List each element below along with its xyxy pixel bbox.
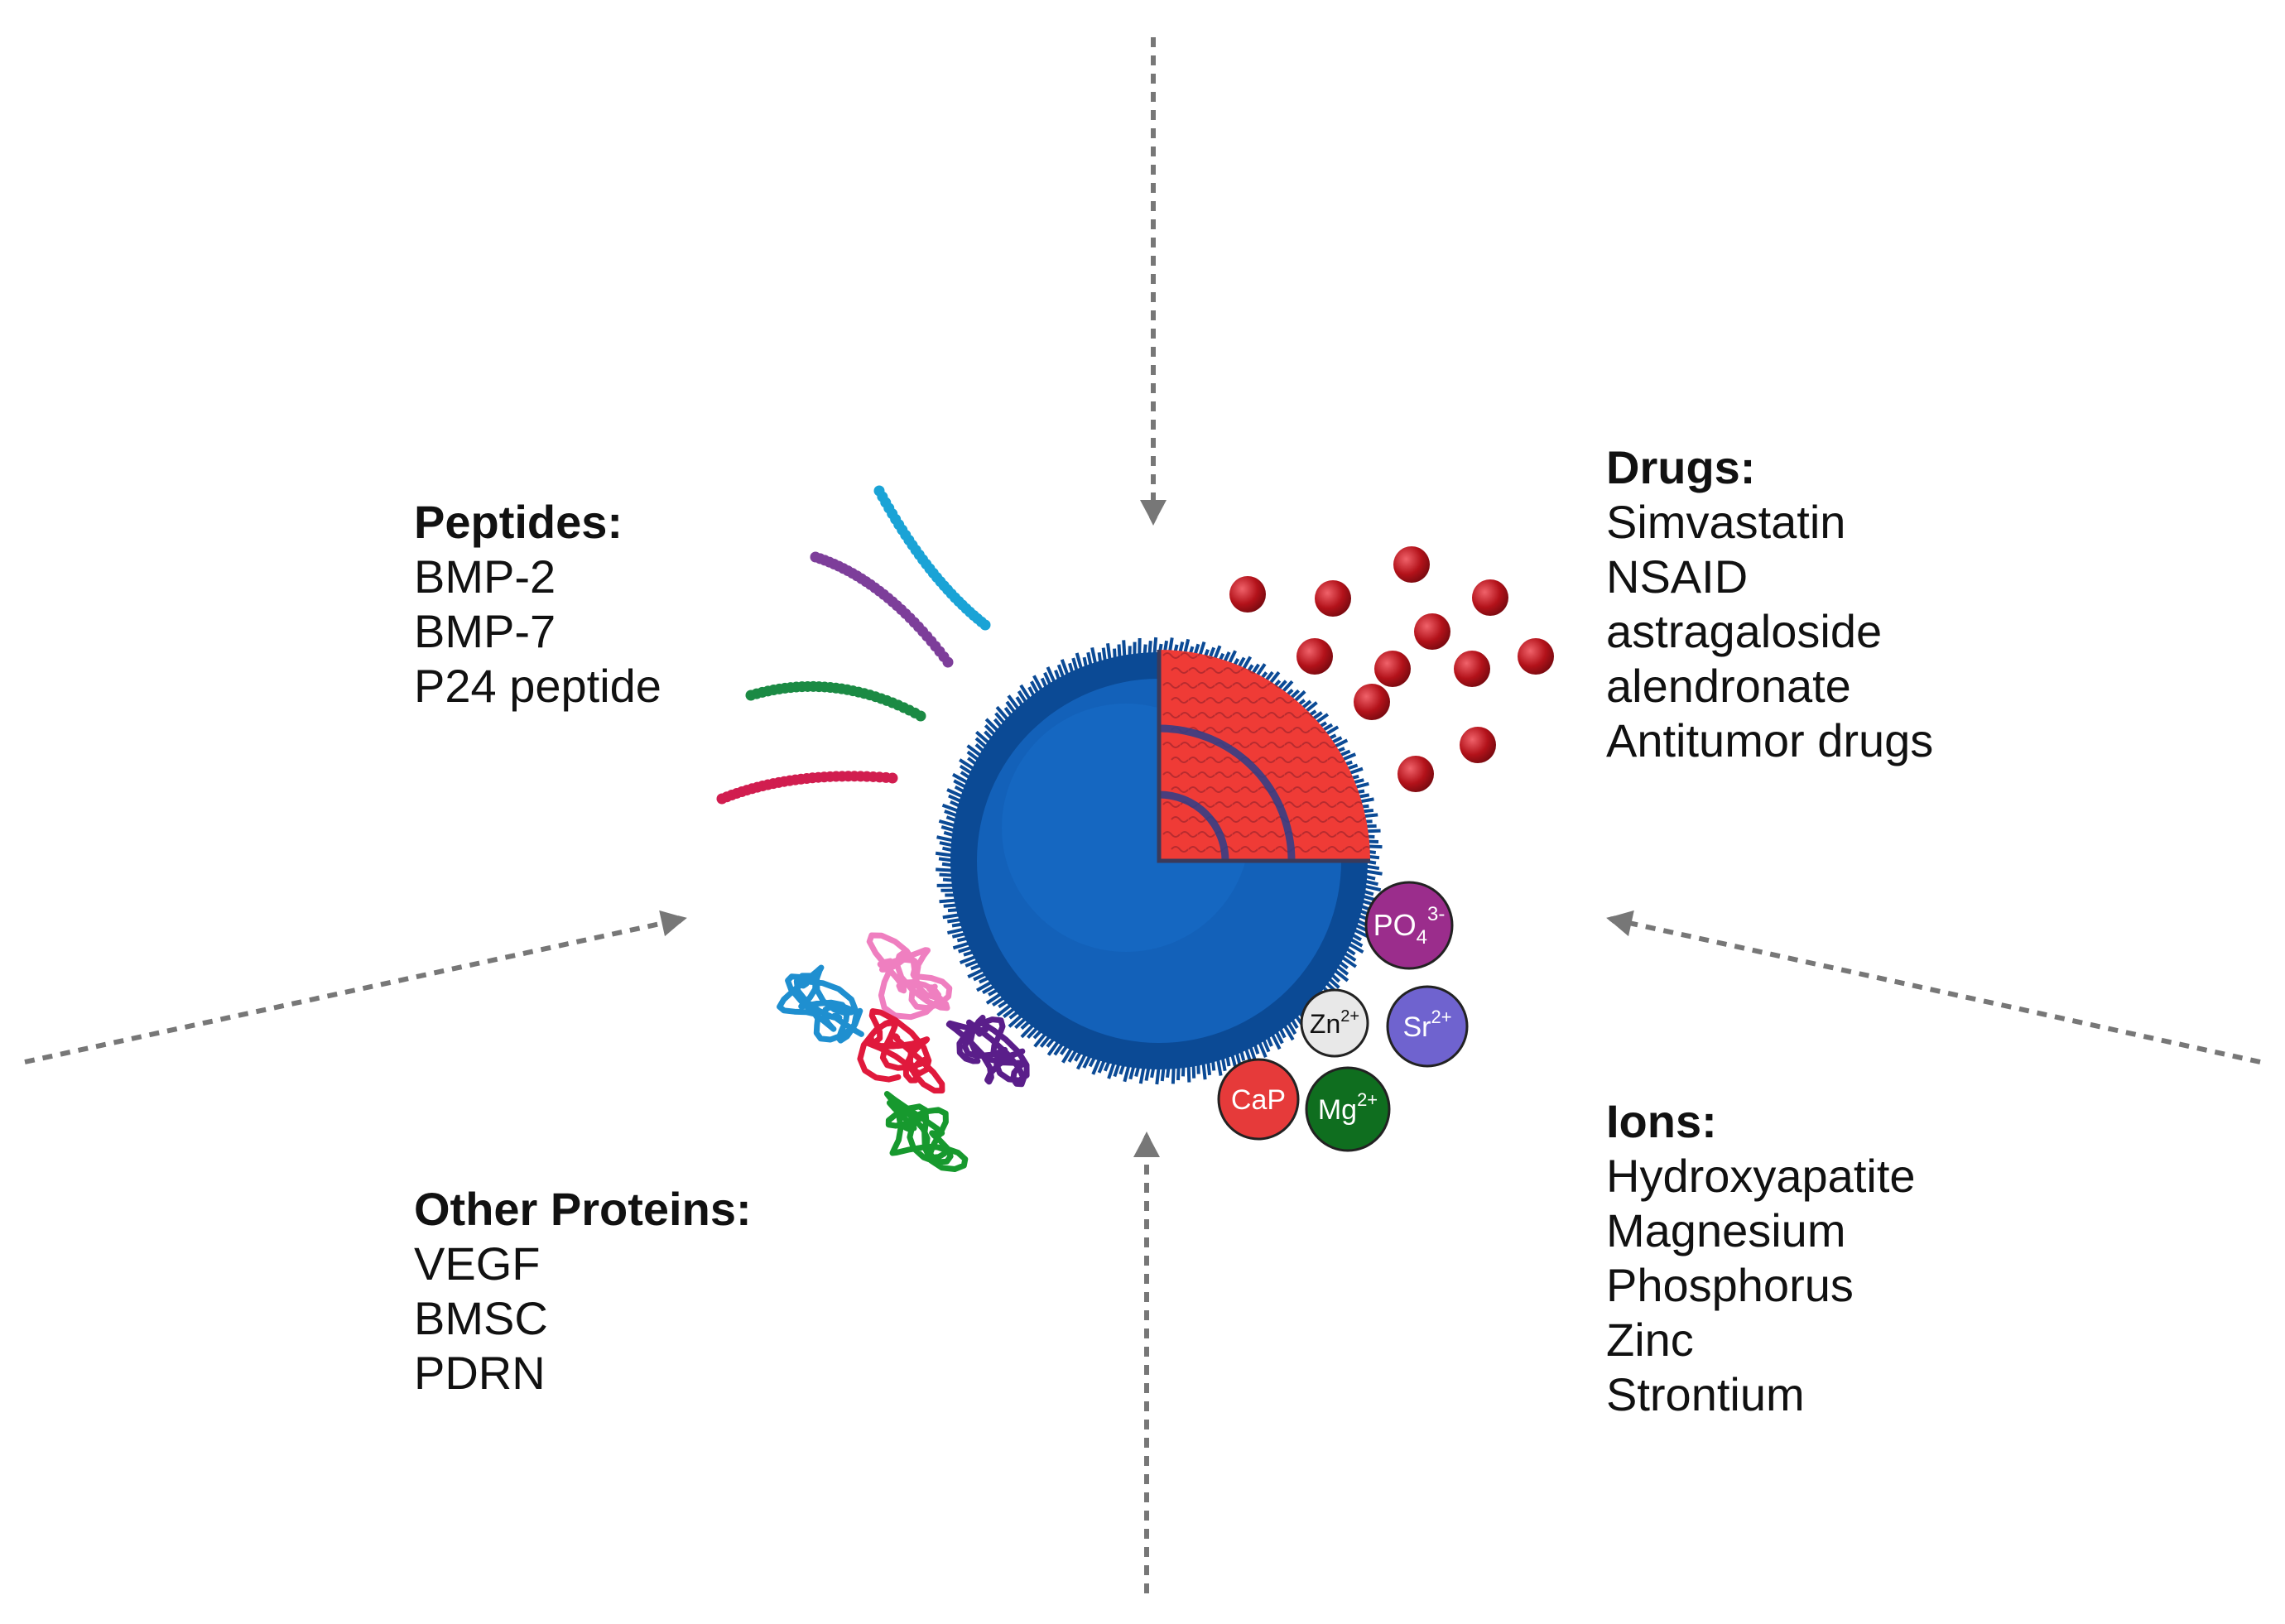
mg-base: Mg [1318, 1094, 1357, 1126]
drug-molecule-icon [1414, 613, 1450, 650]
drug-molecule-icon [1518, 638, 1554, 675]
peptides-block: Peptides: BMP-2 BMP-7 P24 peptide [414, 495, 661, 714]
protein-coil-icon [887, 1094, 965, 1170]
ion-badge-sr: Sr2+ [1388, 987, 1467, 1066]
arrowhead-icon [659, 906, 689, 937]
ions-item: Phosphorus [1606, 1258, 1916, 1313]
drugs-item: Simvastatin [1606, 495, 1933, 550]
po4-sub: 4 [1417, 926, 1427, 949]
ions-item: Magnesium [1606, 1204, 1916, 1258]
drug-molecule-icon [1354, 684, 1390, 720]
zn-sup: 2+ [1340, 1007, 1359, 1026]
po4-sup: 3- [1427, 903, 1445, 925]
ion-badge-mg: Mg2+ [1306, 1068, 1389, 1151]
ions-block: Ions: Hydroxyapatite Magnesium Phosphoru… [1606, 1094, 1916, 1422]
peptide-chain-icon [717, 771, 898, 804]
drugs-title: Drugs: [1606, 440, 1933, 495]
drugs-item: alendronate [1606, 659, 1933, 714]
protein-coil-icon [780, 968, 862, 1040]
proteins-item: VEGF [414, 1237, 752, 1291]
peptide-chain-icon [874, 486, 991, 631]
drugs-item: astragaloside [1606, 604, 1933, 659]
proteins-item: BMSC [414, 1291, 752, 1346]
sr-base: Sr [1402, 1011, 1431, 1043]
ion-badge-cap: CaP [1219, 1059, 1298, 1139]
drug-molecule-icon [1296, 638, 1333, 675]
zn-base: Zn [1310, 1009, 1340, 1039]
arrowhead-icon [1604, 906, 1634, 937]
drug-molecule-icon [1229, 576, 1266, 613]
peptides-item: P24 peptide [414, 659, 661, 714]
ion-badge-po4: PO43- [1366, 882, 1452, 968]
drug-molecule-icon [1315, 580, 1351, 617]
arrowhead-icon [1133, 1132, 1160, 1157]
drug-molecule-icon [1393, 546, 1430, 583]
peptides-item: BMP-7 [414, 604, 661, 659]
arrowhead-icon [1140, 500, 1167, 525]
proteins-item: PDRN [414, 1346, 752, 1401]
proteins-title: Other Proteins: [414, 1182, 752, 1237]
dashed-arrow-icon [25, 919, 683, 1062]
protein-coil-icon [869, 935, 950, 1017]
peptides-item: BMP-2 [414, 550, 661, 604]
peptide-chains [717, 486, 991, 805]
peptides-title: Peptides: [414, 495, 661, 550]
drug-molecule-icon [1454, 651, 1490, 687]
drug-molecule-icon [1472, 579, 1508, 616]
protein-coil-icon [860, 1011, 942, 1091]
mg-sup: 2+ [1357, 1089, 1378, 1110]
ions-item: Strontium [1606, 1367, 1916, 1422]
protein-coil-icon [949, 1018, 1027, 1084]
ion-badge-zn: Zn2+ [1301, 990, 1368, 1056]
drugs-item: NSAID [1606, 550, 1933, 604]
drugs-item: Antitumor drugs [1606, 714, 1933, 768]
ions-title: Ions: [1606, 1094, 1916, 1149]
ions-item: Zinc [1606, 1313, 1916, 1367]
drug-molecule-icon [1374, 651, 1411, 687]
po4-base: PO [1373, 908, 1417, 942]
proteins-block: Other Proteins: VEGF BMSC PDRN [414, 1182, 752, 1401]
drugs-block: Drugs: Simvastatin NSAID astragaloside a… [1606, 440, 1933, 768]
drug-molecule-icon [1397, 756, 1434, 792]
cap-base: CaP [1231, 1084, 1286, 1116]
ions-item: Hydroxyapatite [1606, 1149, 1916, 1204]
sr-sup: 2+ [1431, 1007, 1451, 1027]
peptide-chain-icon [746, 681, 926, 722]
drug-molecule-icon [1460, 727, 1496, 763]
dashed-arrow-icon [1610, 919, 2260, 1062]
